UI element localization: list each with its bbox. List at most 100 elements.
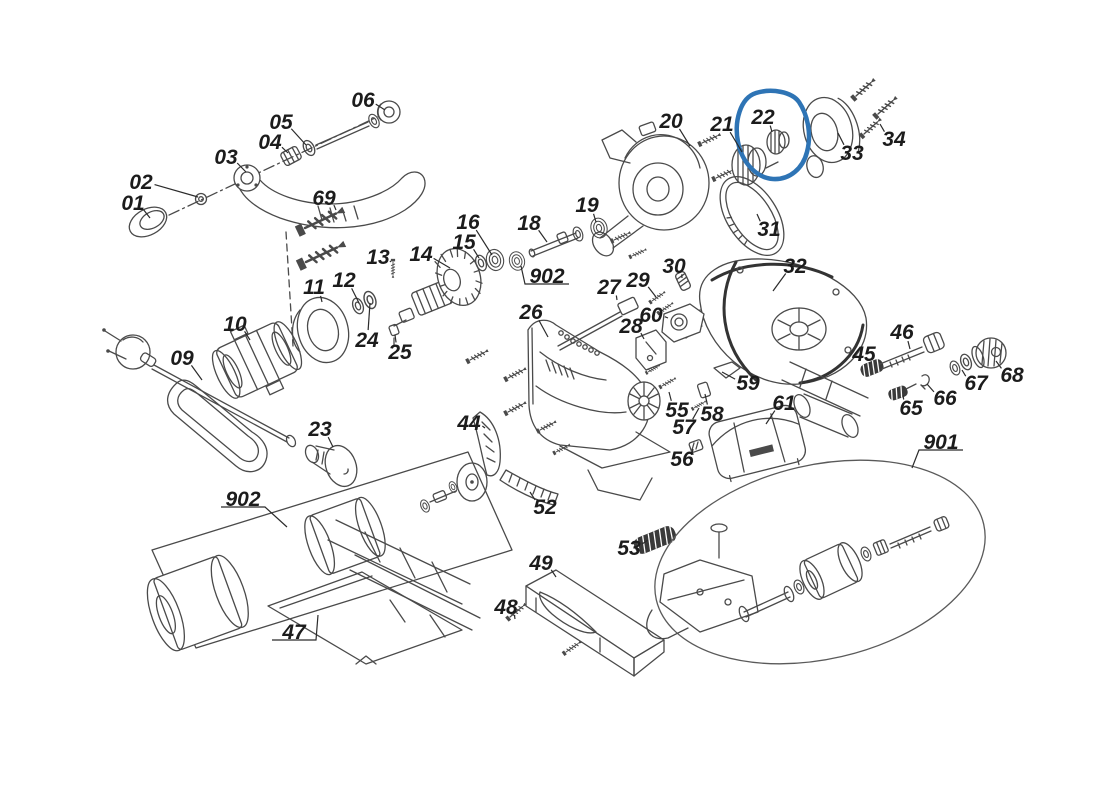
part-callout-34[interactable]: 34 — [879, 123, 906, 151]
part-number-09[interactable]: 09 — [170, 347, 194, 370]
part-number-46[interactable]: 46 — [889, 321, 914, 344]
part-callout-11[interactable]: 11 — [303, 276, 325, 303]
part-number-33[interactable]: 33 — [840, 142, 864, 165]
part-number-28[interactable]: 28 — [618, 315, 643, 338]
part-number-18[interactable]: 18 — [517, 212, 541, 235]
part-number-59[interactable]: 59 — [736, 372, 760, 395]
part-callout-57[interactable]: 57 — [672, 407, 700, 439]
part-callout-44[interactable]: 44 — [456, 412, 486, 435]
part-number-66[interactable]: 66 — [933, 387, 957, 410]
part-number-30[interactable]: 30 — [662, 255, 686, 278]
part-number-32[interactable]: 32 — [783, 255, 807, 278]
part-callout-22[interactable]: 22 — [750, 106, 775, 133]
part-number-01[interactable]: 01 — [121, 192, 144, 215]
part-callout-28[interactable]: 28 — [618, 315, 645, 340]
part-callout-09[interactable]: 09 — [170, 347, 203, 381]
part-number-47[interactable]: 47 — [281, 621, 307, 644]
part-callout-10[interactable]: 10 — [223, 313, 251, 341]
part-callout-19[interactable]: 19 — [575, 194, 599, 223]
part-callout-47[interactable]: 47 — [272, 614, 319, 644]
part-callout-901[interactable]: 901 — [911, 431, 963, 469]
part-callout-48[interactable]: 48 — [493, 596, 518, 620]
part-number-19[interactable]: 19 — [575, 194, 599, 217]
part-callout-14[interactable]: 14 — [409, 243, 451, 269]
part-number-24[interactable]: 24 — [354, 329, 379, 352]
part-number-61[interactable]: 61 — [772, 392, 795, 415]
part-callout-56[interactable]: 56 — [670, 448, 694, 471]
part-callout-61[interactable]: 61 — [765, 392, 796, 425]
part-number-22[interactable]: 22 — [750, 106, 775, 129]
part-number-06[interactable]: 06 — [351, 89, 375, 112]
highlight-loop-part-22[interactable] — [734, 88, 812, 182]
part-callout-21[interactable]: 21 — [709, 113, 743, 153]
part-callout-26[interactable]: 26 — [518, 301, 549, 338]
part-callout-58[interactable]: 58 — [700, 393, 724, 426]
part-callout-06[interactable]: 06 — [351, 89, 386, 112]
part-callout-55[interactable]: 55 — [665, 391, 689, 422]
part-callout-902b[interactable]: 902 — [221, 488, 288, 528]
part-number-25[interactable]: 25 — [387, 341, 412, 364]
part-number-02[interactable]: 02 — [129, 171, 153, 194]
part-callout-33[interactable]: 33 — [837, 132, 864, 165]
part-number-901[interactable]: 901 — [923, 431, 958, 454]
part-number-45[interactable]: 45 — [851, 343, 876, 366]
part-callout-29[interactable]: 29 — [625, 269, 657, 298]
part-number-48[interactable]: 48 — [493, 596, 518, 619]
part-callout-30[interactable]: 30 — [662, 255, 686, 279]
part-number-03[interactable]: 03 — [214, 146, 238, 169]
part-number-04[interactable]: 04 — [258, 131, 282, 154]
part-number-60[interactable]: 60 — [639, 304, 663, 327]
part-number-53[interactable]: 53 — [617, 537, 641, 560]
part-number-14[interactable]: 14 — [409, 243, 433, 266]
part-number-57[interactable]: 57 — [672, 416, 697, 439]
part-callout-65[interactable]: 65 — [899, 394, 923, 420]
part-callout-59[interactable]: 59 — [721, 371, 760, 395]
part-callout-67[interactable]: 67 — [961, 369, 989, 395]
part-callout-53[interactable]: 53 — [617, 537, 649, 560]
part-number-31[interactable]: 31 — [757, 218, 780, 241]
part-number-26[interactable]: 26 — [518, 301, 543, 324]
part-callout-27[interactable]: 27 — [596, 276, 622, 301]
part-callout-69[interactable]: 69 — [312, 187, 337, 211]
part-number-65[interactable]: 65 — [899, 397, 923, 420]
part-number-29[interactable]: 29 — [625, 269, 650, 292]
part-callout-68[interactable]: 68 — [995, 360, 1024, 387]
part-callout-49[interactable]: 49 — [528, 552, 557, 578]
part-callout-24[interactable]: 24 — [354, 302, 379, 352]
part-number-34[interactable]: 34 — [882, 128, 906, 151]
part-number-20[interactable]: 20 — [658, 110, 683, 133]
part-number-58[interactable]: 58 — [700, 403, 724, 426]
part-number-11[interactable]: 11 — [303, 276, 325, 299]
part-number-52[interactable]: 52 — [533, 496, 557, 519]
part-number-902c[interactable]: 902 — [529, 265, 564, 288]
part-callout-15[interactable]: 15 — [452, 231, 480, 259]
part-number-69[interactable]: 69 — [312, 187, 336, 210]
part-number-05[interactable]: 05 — [269, 111, 293, 134]
part-number-68[interactable]: 68 — [1000, 364, 1024, 387]
part-number-10[interactable]: 10 — [223, 313, 247, 336]
part-callout-01[interactable]: 01 — [121, 192, 151, 219]
part-number-67[interactable]: 67 — [964, 372, 989, 395]
part-number-15[interactable]: 15 — [452, 231, 476, 254]
part-number-56[interactable]: 56 — [670, 448, 694, 471]
part-callout-66[interactable]: 66 — [926, 383, 957, 410]
part-number-27[interactable]: 27 — [596, 276, 622, 299]
part-callout-04[interactable]: 04 — [258, 131, 289, 154]
part-number-49[interactable]: 49 — [528, 552, 553, 575]
part-callout-20[interactable]: 20 — [658, 110, 691, 147]
part-callout-32[interactable]: 32 — [772, 255, 807, 292]
part-callout-02[interactable]: 02 — [129, 171, 199, 198]
part-callout-13[interactable]: 13 — [366, 246, 392, 269]
part-callout-12[interactable]: 12 — [332, 269, 360, 304]
part-callout-46[interactable]: 46 — [889, 321, 914, 350]
part-number-23[interactable]: 23 — [307, 418, 332, 441]
part-callout-05[interactable]: 05 — [269, 111, 307, 146]
part-number-16[interactable]: 16 — [456, 211, 480, 234]
part-number-13[interactable]: 13 — [366, 246, 390, 269]
part-number-44[interactable]: 44 — [456, 412, 481, 435]
part-callout-60[interactable]: 60 — [639, 304, 669, 327]
part-callout-45[interactable]: 45 — [851, 343, 876, 366]
part-number-21[interactable]: 21 — [709, 113, 733, 136]
part-callout-23[interactable]: 23 — [307, 418, 334, 448]
part-callout-16[interactable]: 16 — [456, 211, 493, 256]
